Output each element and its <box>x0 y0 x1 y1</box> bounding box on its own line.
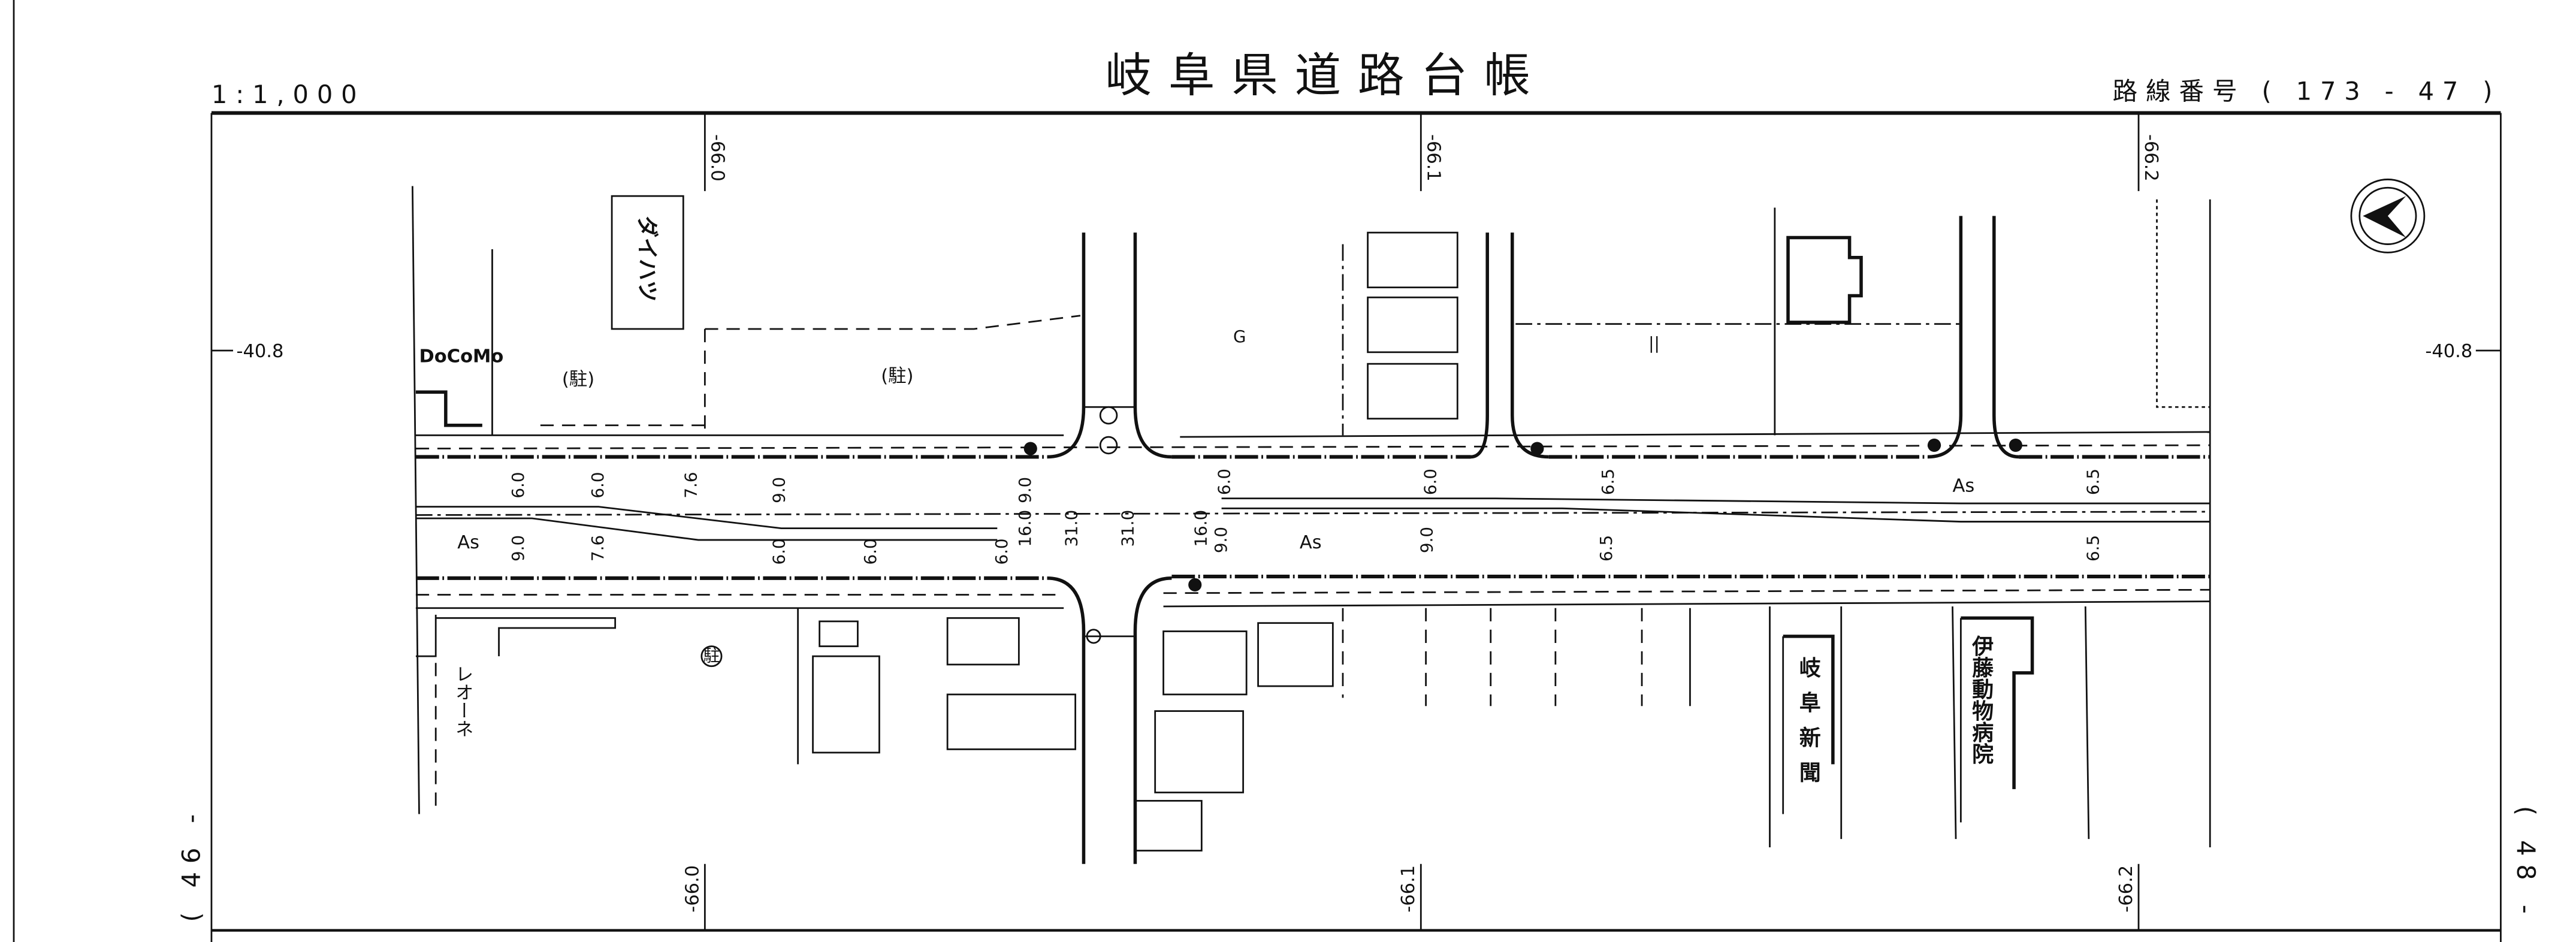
label-ito-animal-hospital: 伊藤動物病院 <box>1968 635 1994 765</box>
dim-upper: 9.0 <box>769 477 789 503</box>
dim-lower: 9.0 <box>508 535 528 561</box>
dim-lower: 6.0 <box>860 538 880 564</box>
upper-dimensions: 6.0 6.0 7.6 9.0 9.0 6.0 6.0 6.5 6.5 <box>508 469 2103 503</box>
dim-upper: 6.5 <box>2083 469 2103 495</box>
map-frame <box>210 111 2502 942</box>
map-title: 岐阜県道路台帳 <box>1106 49 1547 102</box>
bottom-grid-ticks: -66.0 -66.1 -66.2 <box>682 864 2140 931</box>
top-grid-ticks: -66.0 -66.1 -66.2 <box>703 113 2161 191</box>
dim-upper: 7.6 <box>681 472 700 499</box>
bottom-tick-66-2: -66.2 <box>2116 865 2137 913</box>
dim-lower: 6.5 <box>1596 535 1616 561</box>
dim-upper: 6.0 <box>1420 469 1440 495</box>
bottom-tick-66-1: -66.1 <box>1398 865 1419 913</box>
dim-center: 31.0 <box>1118 510 1138 547</box>
dim-lower: 6.0 <box>992 538 1011 564</box>
dim-upper: 9.0 <box>1015 477 1035 503</box>
main-road <box>415 199 2211 847</box>
surface-as-2: As <box>1300 532 1322 553</box>
center-dimensions: 16.0 31.0 31.0 16.0 <box>1015 510 1211 547</box>
dim-upper: 6.0 <box>508 472 528 499</box>
label-daihatsu: ダイハツ <box>635 216 659 301</box>
label-leone: レオーネ <box>452 665 473 738</box>
surface-as-3: As <box>1952 476 1974 497</box>
parcels <box>412 186 2210 852</box>
left-coord: -40.8 <box>237 341 284 362</box>
scale-label: 1:1,000 <box>212 80 366 109</box>
top-tick-66-2: -66.2 <box>2140 134 2161 182</box>
right-coord: -40.8 <box>2425 341 2472 362</box>
label-gas: G <box>1233 327 1246 346</box>
dim-center: 31.0 <box>1061 510 1081 547</box>
label-parking-3: 駐 <box>703 645 720 665</box>
label-gifu-shimbun: 岐阜新聞 <box>1796 656 1821 796</box>
lower-dimensions: 9.0 7.6 6.0 6.0 6.0 9.0 9.0 6.5 6.5 <box>508 527 2103 565</box>
right-sheet-ref: ( 48 - <box>2511 806 2541 922</box>
north-arrow-icon <box>2350 179 2426 253</box>
dim-center: 16.0 <box>1191 510 1211 547</box>
parking-marker-icon <box>700 645 723 668</box>
dim-lower: 9.0 <box>1417 527 1437 553</box>
label-parking-1: (駐) <box>562 369 594 390</box>
dim-upper: 6.5 <box>1598 469 1618 495</box>
dim-lower: 7.6 <box>588 535 608 561</box>
dim-upper: 6.0 <box>1214 469 1234 495</box>
route-number: 路線番号 ( 173 - 47 ) <box>2113 76 2501 105</box>
top-tick-66-1: -66.1 <box>1423 134 1443 182</box>
dim-lower: 6.0 <box>769 538 789 564</box>
side-grid-ticks: -40.8 -40.8 ( 46 - ( 48 - <box>177 341 2541 922</box>
cross-road <box>1047 216 2019 864</box>
dim-lower: 9.0 <box>1211 527 1231 553</box>
dim-center: 16.0 <box>1015 510 1035 547</box>
dim-upper: 6.0 <box>588 472 608 499</box>
label-parking-2: (駐) <box>881 366 913 387</box>
surface-as-1: As <box>457 532 479 553</box>
bottom-tick-66-0: -66.0 <box>682 865 703 913</box>
field-mark: || <box>1648 333 1660 353</box>
label-docomo: DoCoMo <box>419 346 503 367</box>
dim-lower: 6.5 <box>2083 535 2103 561</box>
left-sheet-ref: ( 46 - <box>177 806 206 922</box>
manhole-icons <box>1023 406 2022 644</box>
top-tick-66-0: -66.0 <box>706 134 727 182</box>
